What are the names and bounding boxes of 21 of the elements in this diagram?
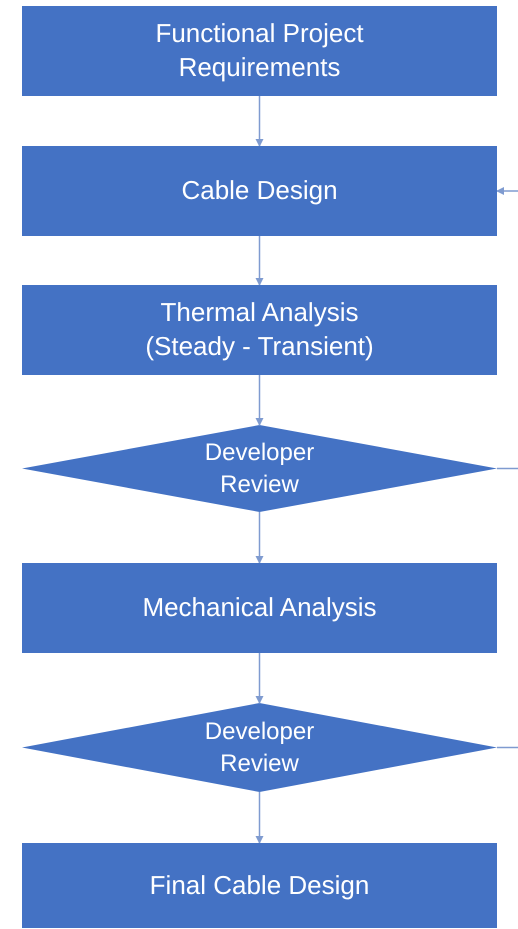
node-label: Mechanical Analysis: [142, 591, 377, 624]
process-box: [22, 563, 497, 653]
node-label: Final Cable Design: [150, 868, 370, 902]
decision-diamond: [22, 703, 497, 792]
node-label: Developer Review: [204, 438, 316, 500]
arrow: [256, 512, 264, 564]
node-label: Thermal Analysis (Steady - Transient): [144, 296, 375, 363]
arrow: [496, 187, 518, 195]
arrow: [256, 96, 264, 147]
process-box: [22, 285, 497, 375]
node-label: Developer Review: [204, 717, 316, 778]
process-box: [22, 6, 497, 96]
process-box: [22, 146, 497, 236]
node-label: Cable Design: [181, 174, 338, 208]
process-box: [22, 843, 497, 928]
arrow: [256, 236, 264, 286]
arrow: [256, 653, 264, 704]
arrow: [256, 792, 264, 844]
decision-diamond: [22, 425, 497, 512]
arrow: [256, 375, 264, 426]
node-label: Functional Project Requirements: [154, 17, 365, 84]
